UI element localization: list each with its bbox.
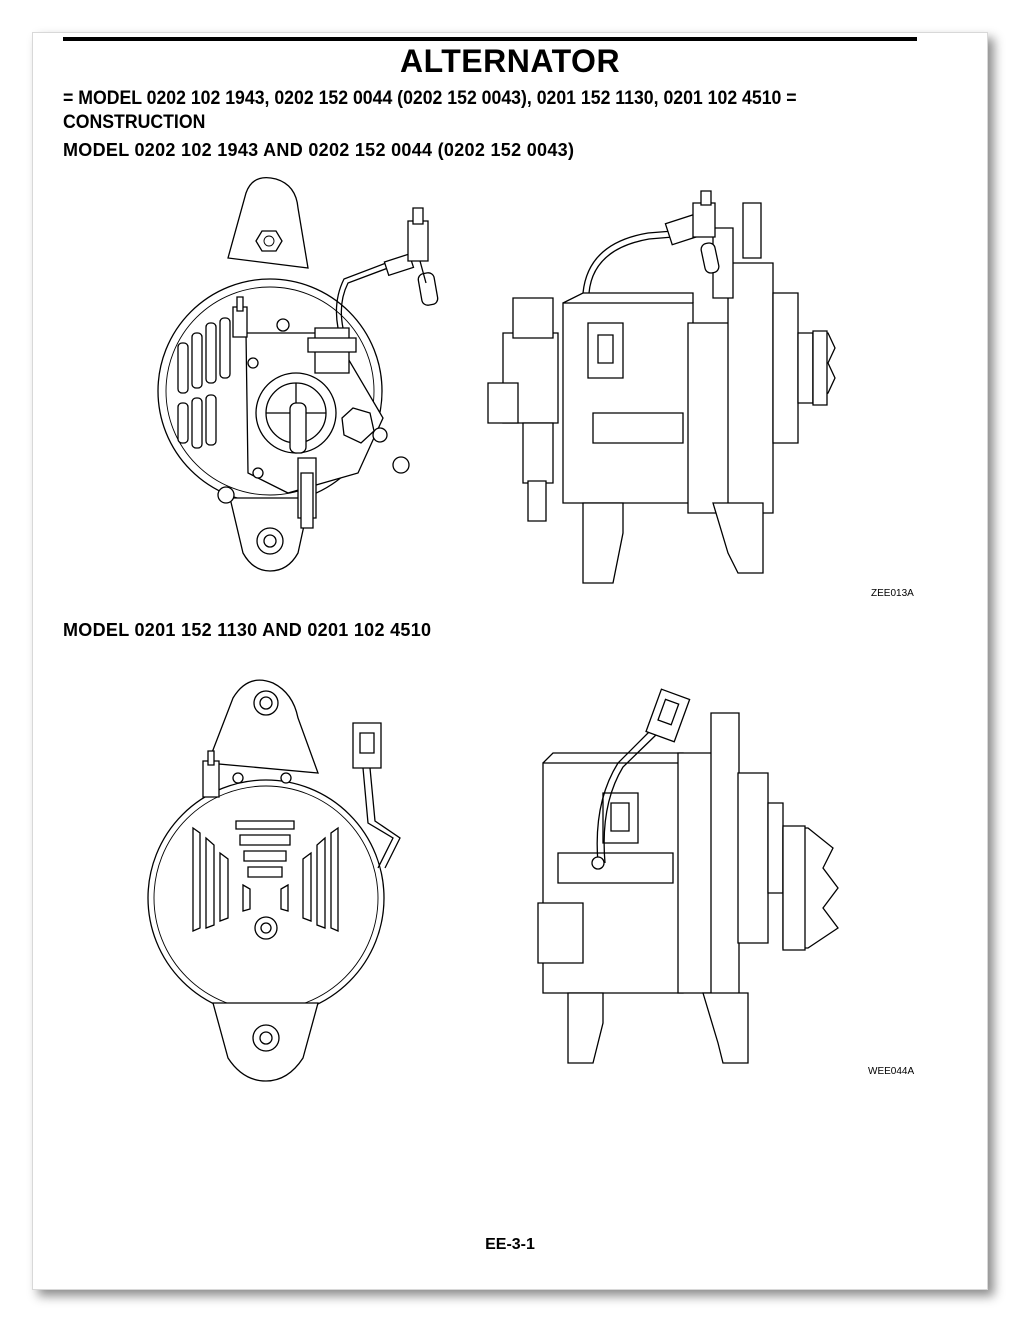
alternator-rear-view-with-vacuum-pump (158, 173, 458, 573)
alternator-rear-view (138, 673, 438, 1083)
top-rule (63, 37, 917, 41)
figure2-reference: WEE044A (868, 1066, 915, 1077)
manual-page: ALTERNATOR = MODEL 0202 102 1943, 0202 1… (32, 32, 988, 1290)
alternator-side-view (533, 653, 853, 1073)
figure1-reference: ZEE013A (871, 588, 914, 599)
section2-heading: MODEL 0201 152 1130 AND 0201 102 4510 (63, 620, 432, 640)
page-title: ALTERNATOR (399, 43, 621, 79)
section1-heading: MODEL 0202 102 1943 AND 0202 152 0044 (0… (63, 140, 575, 160)
page-subtitle: = MODEL 0202 102 1943, 0202 152 0044 (02… (63, 88, 797, 133)
alternator-side-view-with-vacuum-pump (473, 173, 853, 593)
page-number: EE-3-1 (485, 1236, 535, 1253)
